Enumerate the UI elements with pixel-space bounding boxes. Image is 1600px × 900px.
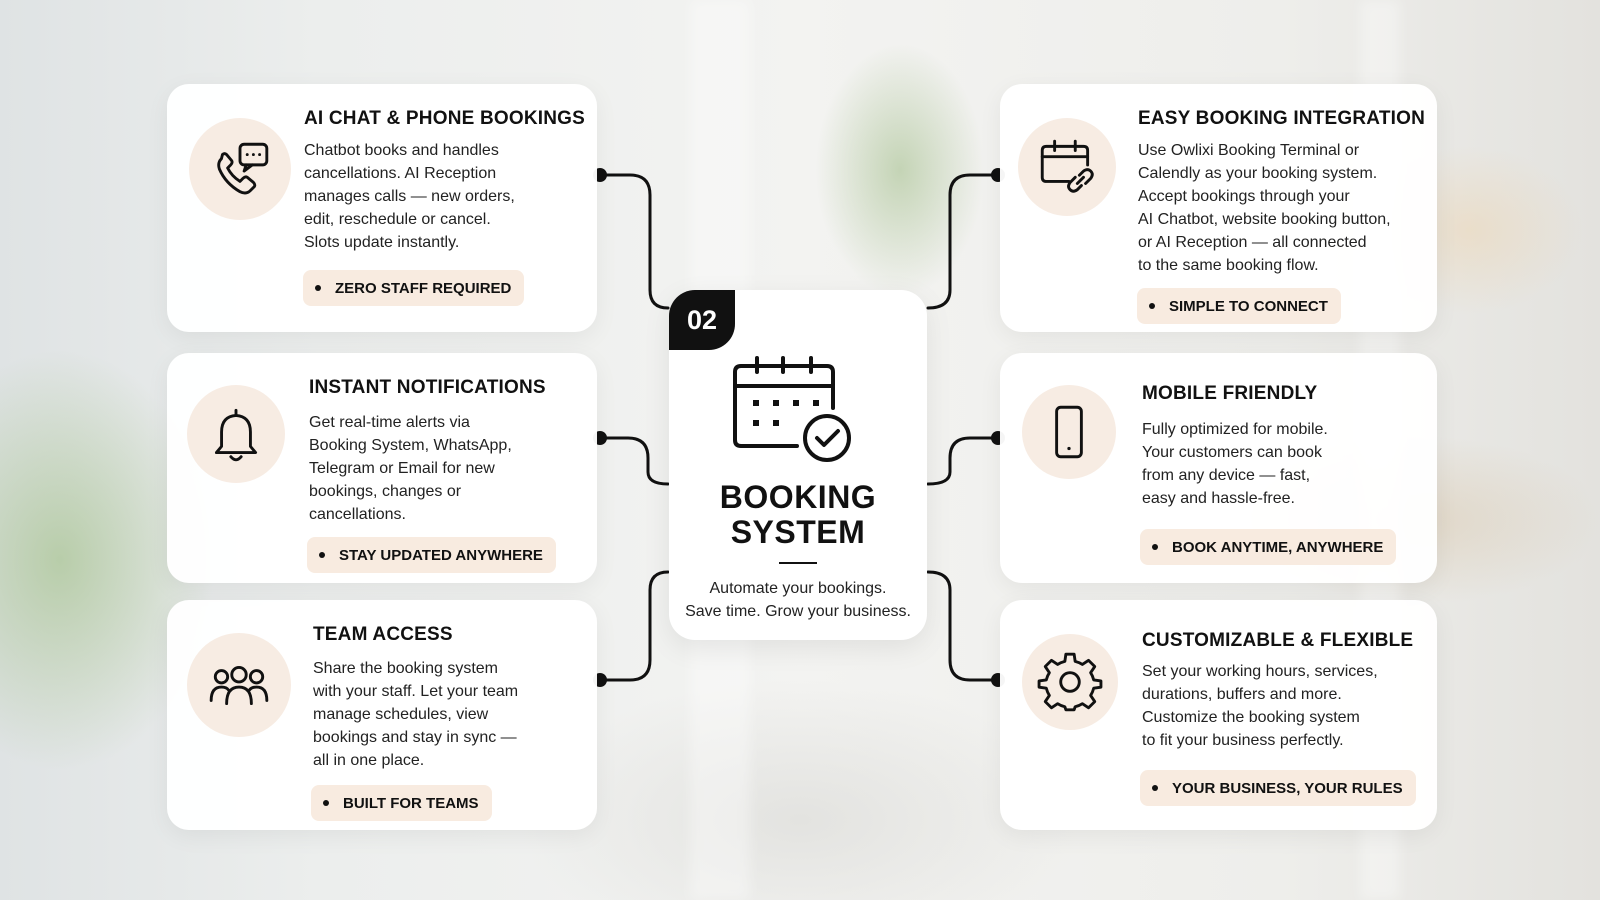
divider — [779, 562, 817, 564]
mobile-phone-icon — [1022, 385, 1116, 479]
feature-tag: STAY UPDATED ANYWHERE — [307, 537, 556, 573]
connector-notifications — [598, 436, 670, 486]
card-title: AI CHAT & PHONE BOOKINGS — [304, 108, 586, 129]
phone-chat-icon — [189, 118, 291, 220]
bullet-icon — [1152, 544, 1158, 550]
bullet-icon — [315, 285, 321, 291]
connector-integration — [926, 173, 1000, 310]
connector-ai-chat — [598, 173, 670, 310]
card-title: TEAM ACCESS — [313, 624, 453, 645]
bullet-icon — [323, 800, 329, 806]
connector-custom — [926, 570, 1000, 682]
card-title: CUSTOMIZABLE & FLEXIBLE — [1142, 630, 1414, 651]
feature-card-mobile: MOBILE FRIENDLY Fully optimized for mobi… — [1000, 353, 1437, 583]
card-title: EASY BOOKING INTEGRATION — [1138, 108, 1426, 129]
feature-card-ai-chat: AI CHAT & PHONE BOOKINGS Chatbot books a… — [167, 84, 597, 332]
calendar-link-icon — [1018, 118, 1116, 216]
feature-card-integration: EASY BOOKING INTEGRATION Use Owlixi Book… — [1000, 84, 1437, 332]
card-description: Fully optimized for mobile.Your customer… — [1142, 421, 1328, 507]
calendar-check-icon — [733, 356, 851, 462]
center-subtitle: Automate your bookings.Save time. Grow y… — [685, 580, 911, 620]
feature-card-notifications: INSTANT NOTIFICATIONS Get real-time aler… — [167, 353, 597, 583]
feature-tag: YOUR BUSINESS, YOUR RULES — [1140, 770, 1416, 806]
connector-mobile — [926, 436, 1000, 486]
feature-tag: BUILT FOR TEAMS — [311, 785, 492, 821]
feature-card-customizable: CUSTOMIZABLE & FLEXIBLE Set your working… — [1000, 600, 1437, 830]
team-icon — [187, 633, 291, 737]
card-description: Set your working hours, services,duratio… — [1142, 663, 1378, 749]
bullet-icon — [1149, 303, 1155, 309]
feature-tag: BOOK ANYTIME, ANYWHERE — [1140, 529, 1397, 565]
connector-team — [598, 570, 670, 682]
card-title: MOBILE FRIENDLY — [1142, 383, 1318, 404]
step-badge: 02 — [669, 290, 735, 350]
bullet-icon — [319, 552, 325, 558]
feature-tag: SIMPLE TO CONNECT — [1137, 288, 1341, 324]
bell-icon — [187, 385, 285, 483]
bullet-icon — [1152, 785, 1158, 791]
card-title: INSTANT NOTIFICATIONS — [309, 377, 546, 398]
gear-icon — [1022, 634, 1118, 730]
feature-tag: ZERO STAFF REQUIRED — [303, 270, 525, 306]
